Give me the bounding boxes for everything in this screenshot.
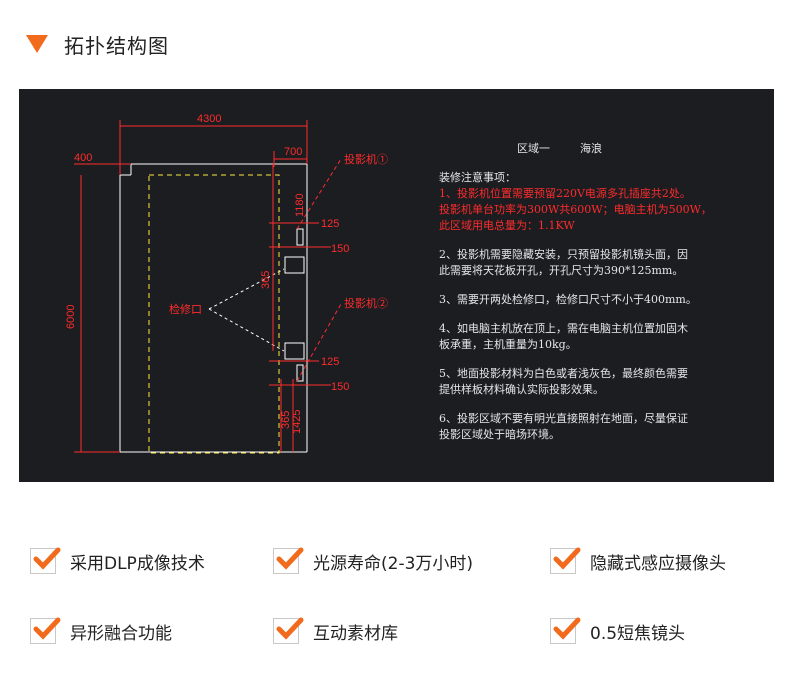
dim-label-150-1: 150 [331,243,349,255]
projector-1-lens-box [284,256,305,274]
feature-item: 隐藏式感应摄像头 [550,547,726,574]
projector-1-marker [296,228,304,246]
feature-item: 0.5短焦镜头 [550,617,686,644]
feature-label: 互动素材库 [313,623,398,644]
dim-label-700: 700 [284,146,302,158]
note-item-1: 1、投影机位置需要预留220V电源多孔插座共2处。 投影机单台功率为300W共6… [439,187,712,232]
access-port-label: 检修口 [169,302,202,316]
feature-label: 0.5短焦镜头 [590,623,686,644]
feature-label: 隐藏式感应摄像头 [590,553,726,574]
dim-label-400: 400 [74,152,92,164]
projector-2-marker [296,364,304,382]
feature-item: 异形融合功能 [30,617,172,644]
dim-label-125-1: 125 [321,218,339,230]
projection-area [148,174,280,454]
feature-item: 光源寿命(2-3万小时) [273,547,474,574]
floor-plan-drawing: 4300 400 700 6000 1180 125 150 365 125 1… [65,113,388,454]
feature-label: 光源寿命(2-3万小时) [313,553,474,574]
feature-label: 采用DLP成像技术 [70,553,205,574]
note-item-5: 5、地面投影材料为白色或者浅灰色，最终颜色需要 提供样板材料确认实际投影效果。 [439,367,688,396]
installation-notes: 区域一 海浪 装修注意事项： 1、投影机位置需要预留220V电源多孔插座共2处。 … [439,141,769,456]
dim-label-1425: 1425 [291,410,303,434]
dim-label-4300: 4300 [197,113,221,125]
feature-item: 采用DLP成像技术 [30,547,205,574]
note-item-2: 2、投影机需要隐藏安装，只预留投影机镜头面，因 此需要将天花板开孔，开孔尺寸为3… [439,248,688,277]
dim-label-365: 365 [260,271,272,289]
notes-heading: 装修注意事项： [439,171,516,184]
checkmark-icon [30,617,61,644]
note-item-4: 4、如电脑主机放在顶上，需在电脑主机位置加固木 板承重，主机重量为10kg。 [439,322,688,351]
section-title: 拓扑结构图 [64,33,169,58]
checkmark-icon [273,547,304,574]
projector-2-label: 投影机② [344,296,388,310]
checkmark-icon [30,547,61,574]
leader-projector-2 [296,303,342,382]
triangle-down-icon [26,35,48,53]
dim-label-1180: 1180 [294,193,306,217]
dim-label-365b: 365 [280,411,292,429]
checkmark-icon [273,617,304,644]
topology-diagram: 4300 400 700 6000 1180 125 150 365 125 1… [19,89,774,482]
section-header: 拓扑结构图 [26,28,169,60]
note-item-6: 6、投影区域不要有明光直接照射在地面，尽量保证 投影区域处于暗场环境。 [439,412,688,441]
dim-label-125-2: 125 [321,356,339,368]
projector-1-label: 投影机① [344,152,388,166]
zone-header: 区域一 海浪 [517,141,769,157]
zone-label: 区域一 [517,142,550,155]
feature-list: 采用DLP成像技术 光源寿命(2-3万小时) 隐藏式感应摄像头 异形融合功能 互… [30,547,770,668]
feature-item: 互动素材库 [273,617,398,644]
access-line-2 [208,308,285,352]
note-item-3: 3、需要开两处检修口，检修口尺寸不小于400mm。 [439,293,697,306]
projector-2-lens-box [284,342,305,360]
access-line-1 [208,268,285,310]
dim-label-150-2: 150 [331,381,349,393]
feature-label: 异形融合功能 [70,623,172,644]
checkmark-icon [550,617,581,644]
zone-name: 海浪 [580,142,602,155]
dim-label-6000: 6000 [65,305,77,329]
checkmark-icon [550,547,581,574]
